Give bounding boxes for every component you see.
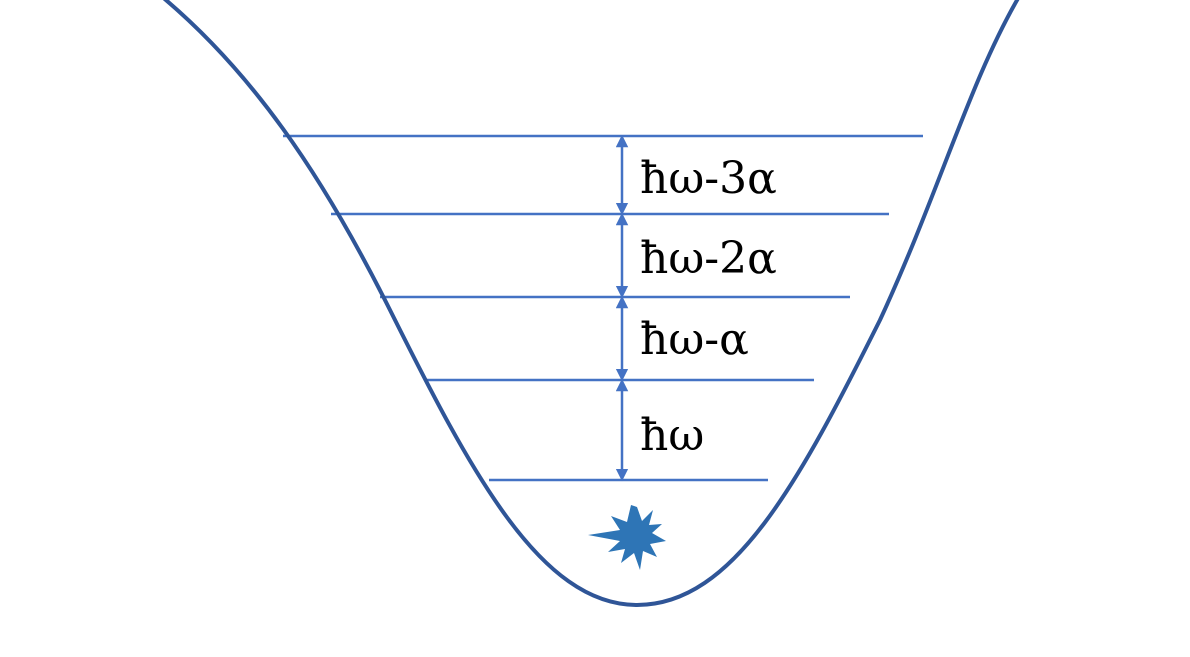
gap-label-2: ħω-2α <box>640 233 777 284</box>
gap-label-3: ħω-3α <box>640 153 777 204</box>
gap-label-1: ħω-α <box>640 314 749 365</box>
gap-labels: ħω-3α ħω-2α ħω-α ħω <box>640 153 777 461</box>
energy-levels <box>283 134 923 482</box>
potential-well-curve <box>162 0 1020 608</box>
gap-label-0: ħω <box>640 410 704 461</box>
star-burst-icon <box>588 505 666 570</box>
